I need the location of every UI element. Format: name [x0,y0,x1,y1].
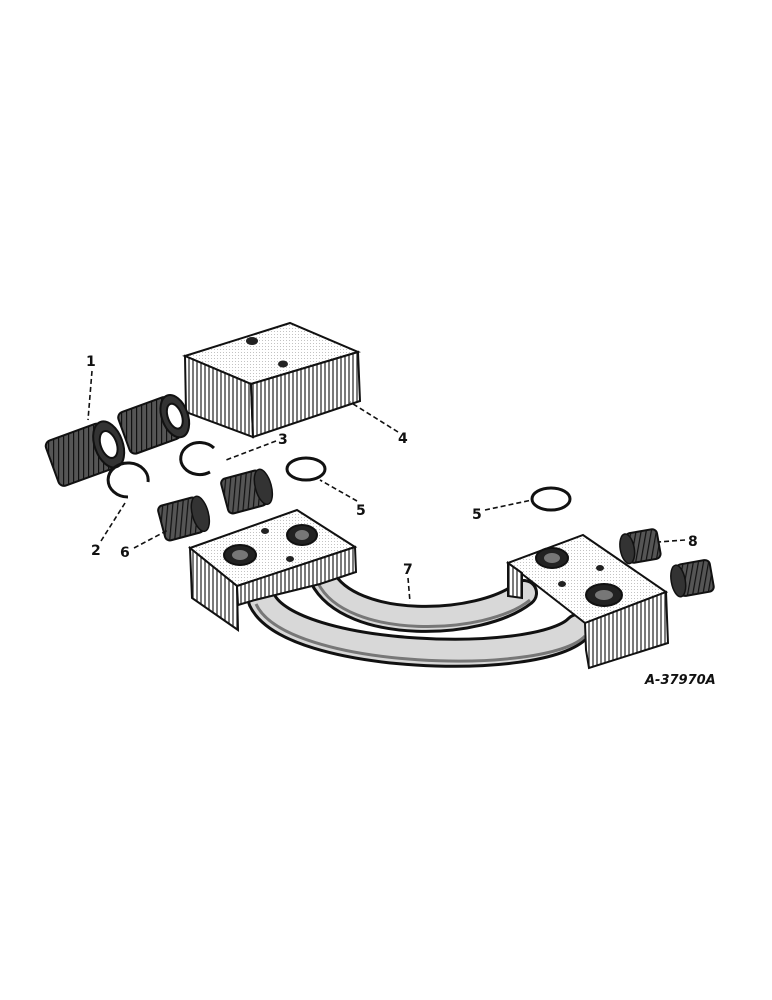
snap-ring-part-3 [179,441,216,477]
manifold-block-right [505,533,670,670]
callout-4: 4 [398,431,408,447]
callout-labels: 1 2 3 4 5 5 6 7 8 A-37970A [86,354,716,688]
manifold-block-left [187,508,358,632]
tube-part-7 [247,563,593,668]
plug-part-8 [619,528,715,598]
callout-5-right: 5 [472,507,482,523]
snap-ring-part-2 [106,461,150,499]
callout-5-left: 5 [356,503,366,519]
callout-8: 8 [688,534,698,550]
nipple-part-6 [157,468,274,542]
o-ring-part-5-right [530,486,572,512]
callout-3: 3 [278,432,288,448]
figure-reference: A-37970A [644,673,716,688]
callout-6: 6 [120,545,130,561]
block-part-4 [182,321,362,439]
callout-1: 1 [86,354,96,370]
callout-2: 2 [91,543,101,559]
connector-part-1 [44,394,191,487]
callout-7: 7 [403,562,413,578]
o-ring-part-5-left [285,456,327,482]
leader-lines [87,370,686,603]
